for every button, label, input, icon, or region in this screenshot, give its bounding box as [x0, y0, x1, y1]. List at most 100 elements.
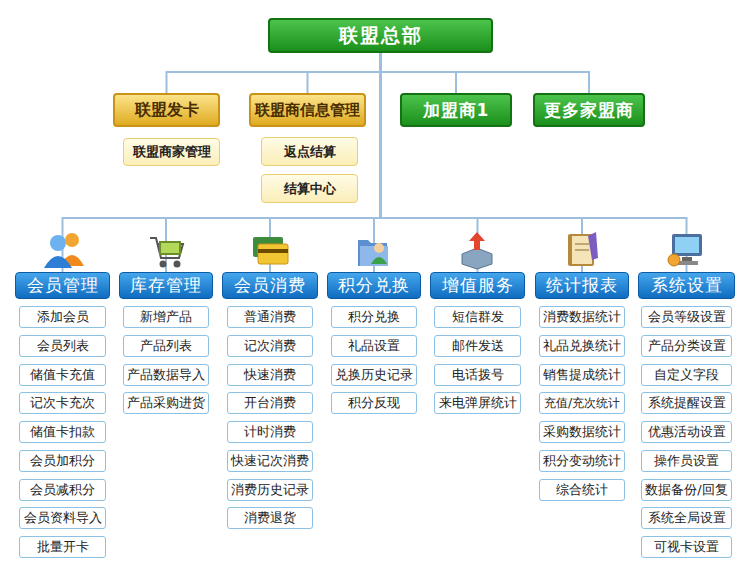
feature-box: 自定义字段: [641, 364, 732, 386]
feature-box: 开台消费: [227, 392, 313, 414]
node-label: 批量开卡: [37, 538, 89, 556]
node-label: 采购数据统计: [543, 423, 621, 441]
org-box: 联盟商信息管理: [249, 93, 366, 127]
feature-box: 积分变动统计: [539, 450, 625, 472]
feature-box: 礼品设置: [331, 335, 417, 357]
feature-box: 数据备份/回复: [641, 479, 732, 501]
node-label: 储值卡扣款: [30, 423, 95, 441]
node-label: 快速消费: [244, 366, 296, 384]
category-header: 系统设置: [638, 272, 735, 299]
feature-box: 短信群发: [434, 306, 521, 328]
node-label: 来电弹屏统计: [439, 394, 517, 412]
node-label: 消费数据统计: [543, 308, 621, 326]
node-label: 储值卡充值: [30, 366, 95, 384]
node-label: 快速记次消费: [231, 452, 309, 470]
node-label: 会员资料导入: [24, 509, 102, 527]
feature-box: 新增产品: [123, 306, 209, 328]
feature-box: 快速消费: [227, 364, 313, 386]
feature-box: 产品数据导入: [123, 364, 209, 386]
node-label: 产品采购进货: [127, 394, 205, 412]
node-label: 积分兑换: [348, 308, 400, 326]
category-header: 增值服务: [430, 272, 525, 299]
node-label: 联盟发卡: [135, 100, 199, 121]
node-label: 库存管理: [130, 274, 202, 297]
feature-box: 会员列表: [19, 335, 106, 357]
node-label: 普通消费: [244, 308, 296, 326]
feature-box: 销售提成统计: [539, 364, 625, 386]
node-label: 系统设置: [651, 274, 723, 297]
feature-box: 系统提醒设置: [641, 392, 732, 414]
feature-box: 积分兑换: [331, 306, 417, 328]
feature-box: 礼品兑换统计: [539, 335, 625, 357]
feature-box: 添加会员: [19, 306, 106, 328]
node-label: 系统全局设置: [648, 509, 726, 527]
feature-box: 可视卡设置: [641, 536, 732, 558]
node-label: 新增产品: [140, 308, 192, 326]
members-icon: [44, 233, 84, 268]
tree-connector: [381, 53, 478, 272]
node-label: 添加会员: [37, 308, 89, 326]
org-box: 加盟商1: [400, 93, 512, 127]
node-label: 开台消费: [244, 394, 296, 412]
feature-box: 优惠活动设置: [641, 421, 732, 443]
feature-box: 积分反现: [331, 392, 417, 414]
tree-connector: [308, 53, 381, 93]
node-label: 统计报表: [546, 274, 618, 297]
org-box: 结算中心: [261, 174, 358, 203]
feature-box: 充值/充次统计: [539, 392, 625, 414]
feature-box: 消费历史记录: [227, 479, 313, 501]
cart-icon: [150, 238, 183, 267]
node-label: 消费历史记录: [231, 481, 309, 499]
node-label: 积分变动统计: [543, 452, 621, 470]
node-label: 操作员设置: [654, 452, 719, 470]
feature-box: 综合统计: [539, 479, 625, 501]
node-label: 会员管理: [27, 274, 99, 297]
org-box: 返点结算: [261, 137, 358, 166]
node-label: 产品分类设置: [648, 337, 726, 355]
node-label: 自定义字段: [654, 366, 719, 384]
category-header: 会员管理: [15, 272, 110, 299]
org-box: 联盟商家管理: [123, 138, 220, 166]
feature-box: 会员资料导入: [19, 507, 106, 529]
node-label: 加盟商1: [423, 99, 490, 122]
org-box: 联盟总部: [268, 18, 493, 53]
category-header: 库存管理: [119, 272, 213, 299]
node-label: 优惠活动设置: [648, 423, 726, 441]
node-label: 返点结算: [284, 143, 336, 161]
feature-box: 消费退货: [227, 507, 313, 529]
node-label: 更多家盟商: [544, 99, 634, 122]
feature-box: 来电弹屏统计: [434, 392, 521, 414]
node-label: 会员消费: [234, 274, 306, 297]
feature-box: 产品列表: [123, 335, 209, 357]
org-box: 更多家盟商: [533, 93, 645, 127]
node-label: 礼品设置: [348, 337, 400, 355]
feature-box: 会员加积分: [19, 450, 106, 472]
node-label: 产品列表: [140, 337, 192, 355]
node-label: 数据备份/回复: [645, 481, 727, 499]
feature-box: 兑换历史记录: [331, 364, 417, 386]
node-label: 结算中心: [284, 180, 336, 198]
feature-box: 普通消费: [227, 306, 313, 328]
tree-connector: [167, 53, 381, 93]
report-icon: [568, 232, 598, 266]
feature-box: 消费数据统计: [539, 306, 625, 328]
feature-box: 系统全局设置: [641, 507, 732, 529]
exchange-icon: [358, 240, 388, 266]
category-header: 会员消费: [222, 272, 318, 299]
feature-box: 产品采购进货: [123, 392, 209, 414]
feature-box: 快速记次消费: [227, 450, 313, 472]
node-label: 充值/充次统计: [544, 395, 620, 412]
node-label: 兑换历史记录: [335, 366, 413, 384]
node-label: 记次消费: [244, 337, 296, 355]
node-label: 计时消费: [244, 423, 296, 441]
tree-connector: [63, 53, 381, 272]
node-label: 积分反现: [348, 394, 400, 412]
feature-box: 采购数据统计: [539, 421, 625, 443]
node-label: 产品数据导入: [127, 366, 205, 384]
feature-box: 储值卡扣款: [19, 421, 106, 443]
node-label: 综合统计: [556, 481, 608, 499]
node-label: 积分兑换: [338, 274, 410, 297]
service-icon: [462, 232, 492, 269]
feature-box: 操作员设置: [641, 450, 732, 472]
